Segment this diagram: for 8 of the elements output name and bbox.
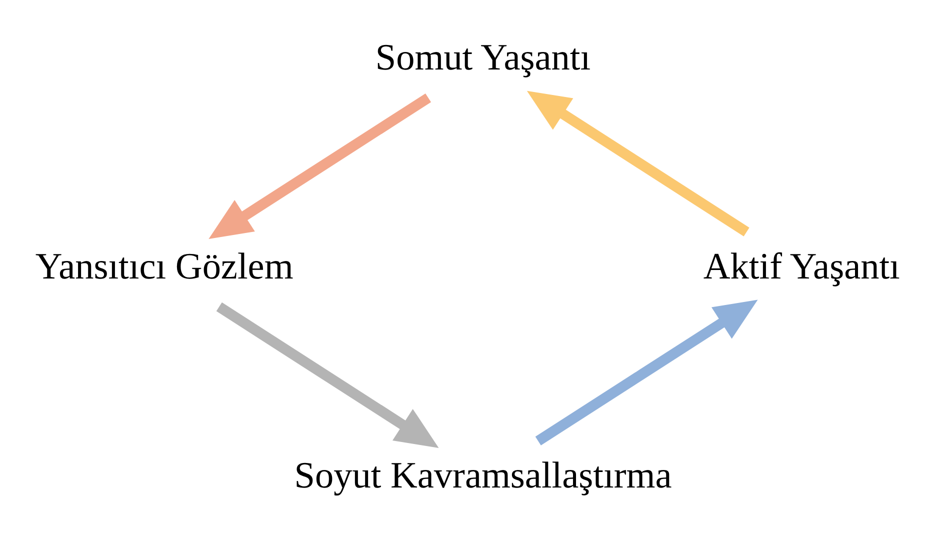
node-text: Aktif Yaşantı	[703, 246, 900, 288]
node-text: Somut Yaşantı	[375, 37, 591, 78]
arrow	[216, 302, 439, 448]
arrow	[526, 90, 750, 236]
arrow	[208, 92, 432, 238]
node-text: Soyut Kavramsallaştırma	[294, 455, 672, 496]
arrow	[535, 299, 758, 445]
node-text: Yansıtıcı Gözlem	[35, 246, 294, 288]
